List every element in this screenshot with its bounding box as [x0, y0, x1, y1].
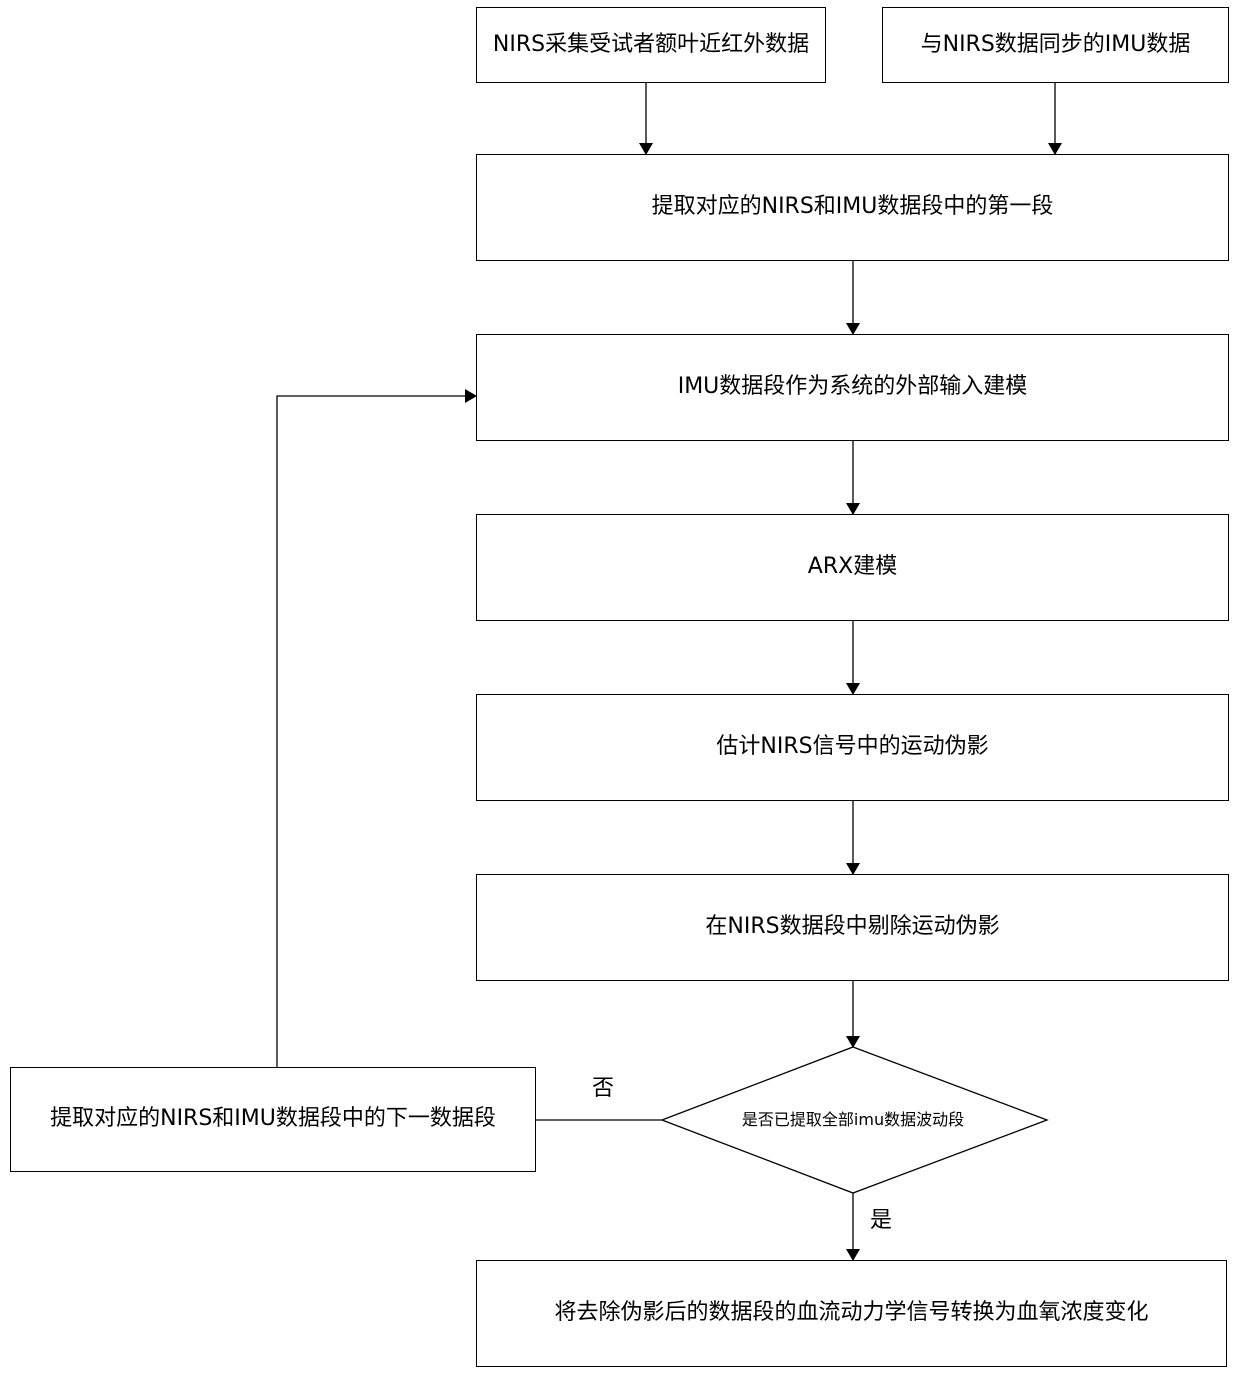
edge-label-yes: 是: [870, 1210, 892, 1232]
box-arx-model-label: ARX建模: [808, 554, 897, 580]
box-remove-artifact: 在NIRS数据段中剔除运动伪影: [476, 874, 1229, 981]
decision-label: 是否已提取全部imu数据波动段: [703, 1112, 1003, 1128]
box-extract-first: 提取对应的NIRS和IMU数据段中的第一段: [476, 154, 1229, 261]
box-imu-model: IMU数据段作为系统的外部输入建模: [476, 334, 1229, 441]
arrow-loop-back: [277, 396, 476, 1067]
box-imu-sync-label: 与NIRS数据同步的IMU数据: [921, 32, 1191, 58]
box-extract-first-label: 提取对应的NIRS和IMU数据段中的第一段: [652, 194, 1054, 220]
box-estimate-artifact: 估计NIRS信号中的运动伪影: [476, 694, 1229, 801]
box-extract-next-label: 提取对应的NIRS和IMU数据段中的下一数据段: [50, 1106, 496, 1132]
box-nirs-collect: NIRS采集受试者额叶近红外数据: [476, 7, 826, 83]
box-convert-label: 将去除伪影后的数据段的血流动力学信号转换为血氧浓度变化: [554, 1300, 1148, 1326]
box-imu-sync: 与NIRS数据同步的IMU数据: [882, 7, 1229, 83]
box-extract-next: 提取对应的NIRS和IMU数据段中的下一数据段: [10, 1067, 536, 1172]
box-remove-artifact-label: 在NIRS数据段中剔除运动伪影: [705, 914, 999, 940]
box-imu-model-label: IMU数据段作为系统的外部输入建模: [678, 374, 1028, 400]
edge-label-no: 否: [592, 1078, 614, 1100]
box-nirs-collect-label: NIRS采集受试者额叶近红外数据: [493, 32, 809, 58]
box-arx-model: ARX建模: [476, 514, 1229, 621]
box-estimate-artifact-label: 估计NIRS信号中的运动伪影: [716, 734, 988, 760]
box-convert: 将去除伪影后的数据段的血流动力学信号转换为血氧浓度变化: [476, 1260, 1227, 1367]
